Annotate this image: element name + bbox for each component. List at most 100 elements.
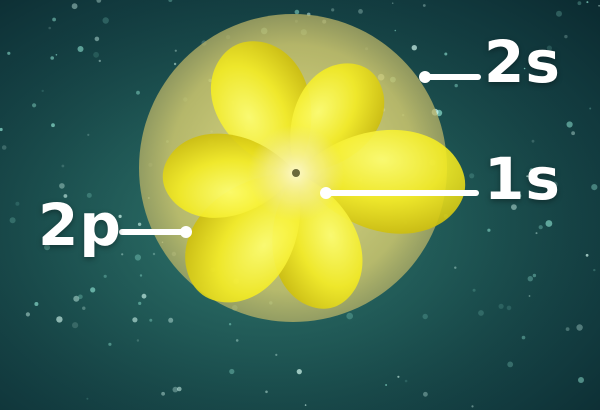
particle [48,26,51,30]
particle [404,379,408,383]
particle [34,302,39,306]
particle [521,335,526,340]
particle [228,323,232,326]
particle [136,339,140,342]
particle [103,274,107,278]
particle [82,306,86,310]
particle [422,4,426,7]
particle [571,131,575,136]
particle [44,244,51,251]
particle [25,312,30,317]
particle [173,62,177,66]
particle [137,222,142,226]
particle [304,404,307,406]
particle [73,295,80,302]
particle [86,192,92,198]
particle [294,9,300,15]
particle [77,46,84,52]
particle [7,51,11,55]
leader-2p [119,226,192,238]
particle [78,294,83,300]
particle [564,34,568,39]
particle [551,67,554,71]
particle [161,391,166,396]
particle [529,168,534,173]
particle [472,288,476,292]
particle [529,191,532,195]
particle [478,310,484,316]
particle [586,1,589,4]
particle [94,36,100,42]
particle [72,322,79,329]
particle [545,220,553,227]
particle [139,274,143,277]
particle [134,254,141,261]
particle [535,232,538,235]
particle [506,305,512,311]
particle [523,67,526,70]
particle [141,293,147,299]
particle [87,133,90,136]
particle [229,368,235,375]
particle [397,375,400,378]
particle [538,225,543,230]
particle [394,29,397,32]
particle [391,2,394,4]
particle [132,317,138,323]
particle [296,369,302,375]
particle [56,316,63,323]
label-1s: 1s [484,145,561,213]
particle [498,303,504,309]
particle [454,83,458,88]
particle [556,10,562,17]
label-2s: 2s [484,28,561,96]
particle [566,121,573,128]
particle [346,312,354,320]
particle [275,353,278,356]
particle [63,194,68,198]
particle [174,49,177,52]
particle [1,145,7,150]
particle [528,295,531,297]
particle [152,252,156,256]
particle [515,193,522,199]
particle [501,182,505,187]
particle [90,287,96,293]
particle [565,327,570,331]
particle [593,268,596,272]
particle [454,266,457,269]
particle [138,301,142,305]
particle [98,59,102,63]
particle [149,318,153,322]
particle [51,123,55,128]
particle [15,201,20,206]
particle [385,384,388,386]
particle [0,127,3,132]
leader-1s [320,187,479,199]
particle [96,0,102,3]
particle [235,339,239,342]
particle [168,0,173,2]
particle [168,317,174,323]
particle [41,89,44,93]
particle [577,1,582,6]
particle [546,45,553,51]
particle [265,390,268,394]
particle [576,324,583,331]
particle [177,386,182,392]
particle [358,9,363,14]
particle [121,253,124,256]
particle [86,397,89,400]
particle [585,253,589,257]
particle [589,107,592,110]
particle [136,90,140,95]
particle [551,181,558,188]
particle [31,103,37,108]
particle [331,8,335,12]
particle [507,361,514,368]
particle [531,139,535,143]
particle [578,377,584,383]
particle [50,56,54,60]
